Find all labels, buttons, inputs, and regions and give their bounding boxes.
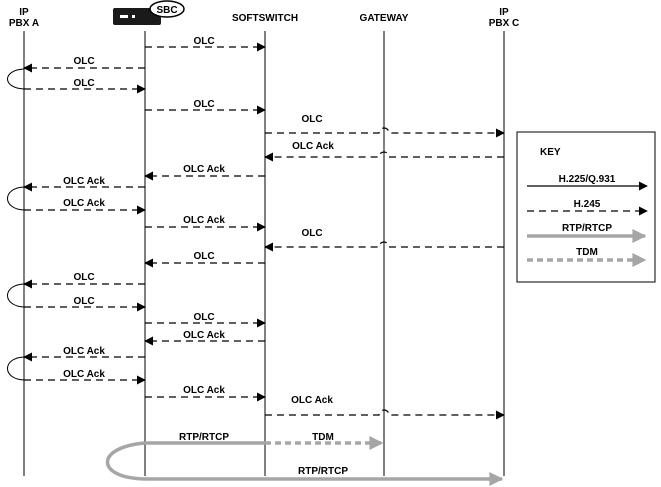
message: OLC Ack	[145, 215, 266, 232]
message: OLC Ack	[145, 385, 266, 402]
message-label: OLC	[301, 114, 322, 125]
message-label: OLC	[73, 56, 94, 67]
media-stream-rtp-end-to-end: RTP/RTCP	[105, 441, 504, 486]
message: OLC	[144, 251, 265, 268]
pbx-a-loop	[7, 68, 25, 90]
message-label: OLC Ack	[183, 215, 225, 226]
key-legend: KEY H.225/Q.931 H.245 RTP/RTCP TDM	[516, 131, 656, 283]
message: OLC	[23, 56, 145, 73]
message-label: OLC	[193, 312, 214, 323]
message-arrow	[264, 151, 504, 162]
media-label: TDM	[312, 432, 334, 443]
message-label: OLC Ack	[183, 164, 225, 175]
header-pbx-c-line2: PBX C	[489, 18, 520, 29]
message-label: OLC	[193, 36, 214, 47]
message: OLC	[23, 272, 145, 289]
media-label: RTP/RTCP	[179, 432, 229, 443]
key-item-label: RTP/RTCP	[562, 223, 612, 234]
message-label: OLC Ack	[183, 330, 225, 341]
key-item-label: H.245	[574, 199, 601, 210]
header-pbx-a: IP PBX A	[9, 7, 39, 29]
message-arrow	[265, 127, 505, 138]
header-pbx-c-line1: IP	[499, 7, 509, 18]
message-arrow	[264, 241, 504, 252]
message: OLC Ack	[144, 164, 265, 181]
header-softswitch: SOFTSWITCH	[232, 13, 298, 24]
rtp-path	[105, 441, 504, 486]
message: OLC Ack	[23, 346, 145, 362]
media-label: RTP/RTCP	[298, 466, 348, 477]
header-gateway: GATEWAY	[360, 13, 409, 24]
pbx-a-loop	[7, 356, 25, 381]
header-pbx-a-line2: PBX A	[9, 18, 39, 29]
message-label: OLC	[193, 251, 214, 262]
message: OLC Ack	[24, 369, 146, 385]
message-label: OLC Ack	[63, 346, 105, 357]
sbc-device-led	[132, 15, 135, 18]
message-label: OLC Ack	[63, 369, 105, 380]
header-pbx-c: IP PBX C	[489, 7, 520, 29]
message-label: OLC	[73, 296, 94, 307]
pbx-a-loop	[7, 186, 25, 211]
key-item-tdm: TDM	[527, 247, 647, 267]
header-pbx-a-line1: IP	[19, 7, 29, 18]
message: OLC Ack	[23, 176, 145, 192]
message-label: OLC Ack	[291, 395, 333, 406]
media-stream-tdm: TDM	[265, 432, 384, 450]
sbc-device-led	[120, 15, 128, 18]
message: OLC Ack	[24, 198, 146, 215]
key-item-label: H.225/Q.931	[559, 174, 616, 185]
message: OLC Ack	[265, 395, 505, 420]
message: OLC	[145, 99, 266, 115]
message: OLC	[145, 312, 266, 328]
key-title: KEY	[540, 147, 561, 158]
message: OLC	[24, 296, 146, 312]
key-item-label: TDM	[576, 247, 598, 258]
message: OLC Ack	[144, 330, 265, 346]
message-label: OLC	[73, 78, 94, 89]
message-arrow	[265, 409, 505, 420]
sbc-device-badge	[149, 0, 185, 18]
message-label: OLC Ack	[292, 141, 334, 152]
message: OLC	[265, 114, 505, 138]
message-label: OLC Ack	[63, 176, 105, 187]
message: OLC Ack	[264, 141, 504, 162]
sbc-device-icon: SBC	[113, 0, 185, 25]
key-item-rtp: RTP/RTCP	[527, 223, 647, 243]
key-item-h245: H.245	[527, 199, 648, 216]
message: OLC	[24, 78, 146, 94]
key-box	[516, 131, 656, 283]
message-label: OLC Ack	[183, 385, 225, 396]
message: OLC	[264, 228, 504, 252]
message-label: OLC	[193, 99, 214, 110]
media-stream-rtp: RTP/RTCP	[145, 432, 265, 445]
sbc-device-body	[113, 8, 161, 25]
pbx-a-loop	[7, 283, 25, 308]
message-label: OLC	[73, 272, 94, 283]
message-label: OLC	[301, 228, 322, 239]
key-item-h225: H.225/Q.931	[527, 174, 648, 191]
message: OLC	[145, 36, 266, 52]
message-label: OLC Ack	[63, 198, 105, 209]
header-sbc: SBC	[156, 5, 177, 16]
